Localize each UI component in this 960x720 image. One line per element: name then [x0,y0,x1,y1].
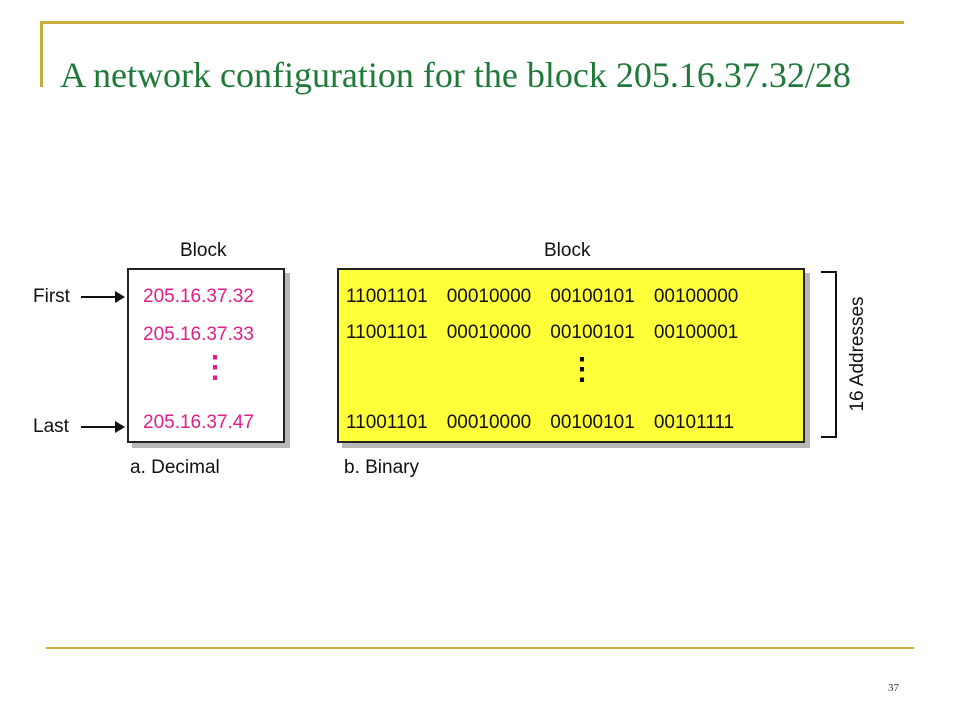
last-label: Last [33,416,69,437]
first-arrow-icon [81,291,125,303]
binary-octet: 00100001 [653,322,739,343]
binary-octet: 00010000 [446,286,532,307]
decimal-ellipsis-icon: ⋮ [200,351,230,384]
binary-octet: 00100101 [550,412,635,433]
binary-octet: 11001101 [346,322,428,343]
binary-caption: b. Binary [344,457,419,478]
page-number: 37 [888,682,899,694]
binary-octet: 11001101 [346,412,428,433]
decimal-caption: a. Decimal [130,457,220,478]
binary-block-header: Block [544,240,591,261]
frame-bottom-rule [46,647,914,649]
slide-title: A network configuration for the block 20… [60,55,851,95]
binary-octet: 00010000 [446,412,532,433]
binary-last-row: 11001101 00010000 00100101 00101111 [346,412,753,434]
binary-ellipsis-icon: ⋮ [567,353,597,386]
binary-octet: 00100101 [550,286,635,307]
decimal-last-address: 205.16.37.47 [143,412,254,433]
binary-second-row: 11001101 00010000 00100101 00100001 [346,322,757,344]
address-count-label: 16 Addresses [847,296,868,412]
decimal-second-address: 205.16.37.33 [143,324,254,345]
binary-octet: 00010000 [446,322,532,343]
frame-top-rule [40,21,904,24]
binary-octet: 00101111 [653,412,735,433]
binary-octet: 00100000 [653,286,739,307]
decimal-first-address: 205.16.37.32 [143,286,254,307]
last-arrow-icon [81,421,125,433]
first-label: First [33,286,70,307]
binary-first-row: 11001101 00010000 00100101 00100000 [346,286,757,308]
decimal-block-header: Block [180,240,227,261]
binary-octet: 00100101 [550,322,635,343]
frame-left-rule [40,21,43,87]
binary-block-box [337,268,805,443]
binary-octet: 11001101 [346,286,428,307]
address-range-bracket [821,271,837,438]
decimal-block-box [127,268,285,443]
